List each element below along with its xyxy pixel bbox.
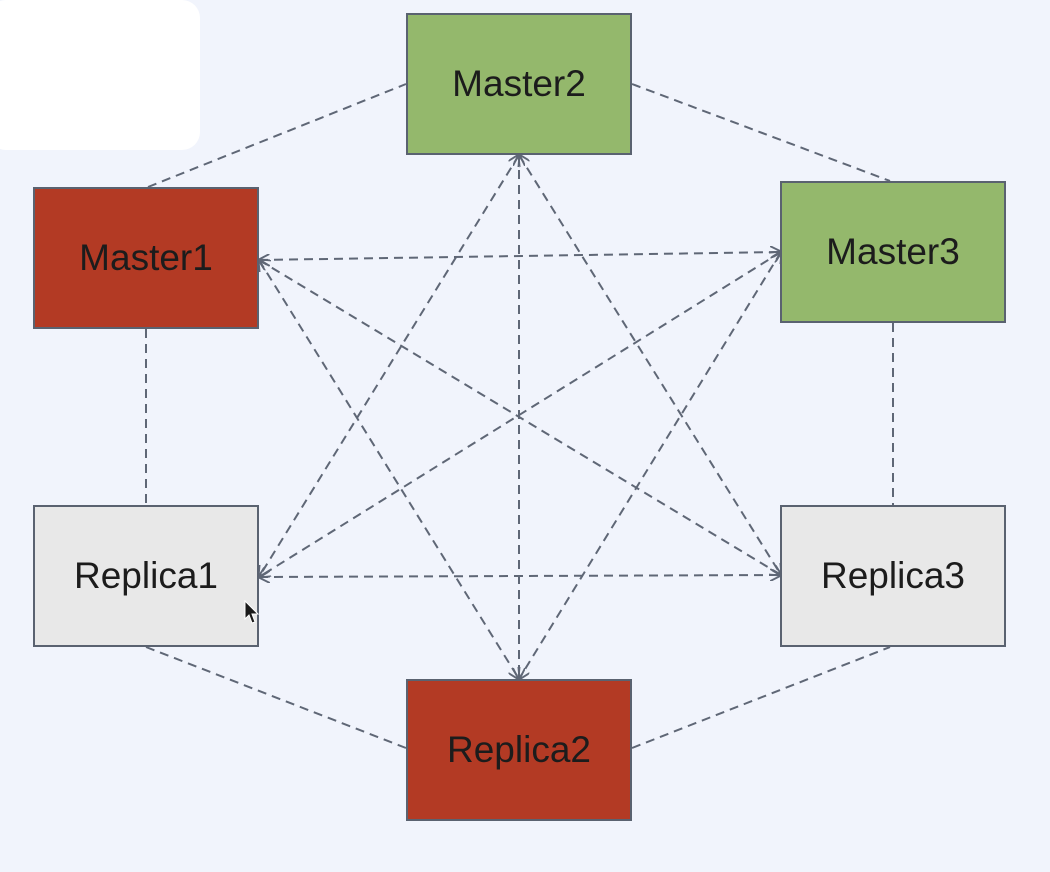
link-master3-replica2 [519, 252, 781, 679]
link-replica2-replica3 [631, 646, 891, 749]
link-master1-master2 [147, 83, 407, 188]
node-master2: Master2 [406, 13, 632, 155]
node-master3: Master3 [780, 181, 1006, 323]
node-replica1: Replica1 [33, 505, 259, 647]
node-replica3-label: Replica3 [821, 555, 965, 596]
blank-card [0, 0, 200, 150]
link-master2-replica1 [259, 155, 519, 577]
link-master2-replica3 [519, 155, 781, 575]
node-replica3: Replica3 [780, 505, 1006, 647]
node-master2-label: Master2 [452, 63, 586, 104]
node-master1-label: Master1 [79, 237, 213, 278]
node-master1: Master1 [33, 187, 259, 329]
node-replica1-label: Replica1 [74, 555, 218, 596]
link-master1-replica2 [259, 260, 519, 679]
link-replica1-replica2 [145, 646, 407, 749]
node-replica2-label: Replica2 [447, 729, 591, 770]
link-master2-master3 [631, 83, 891, 182]
node-replica2: Replica2 [406, 679, 632, 821]
node-master3-label: Master3 [826, 231, 960, 272]
mouse-pointer-icon [244, 600, 260, 624]
